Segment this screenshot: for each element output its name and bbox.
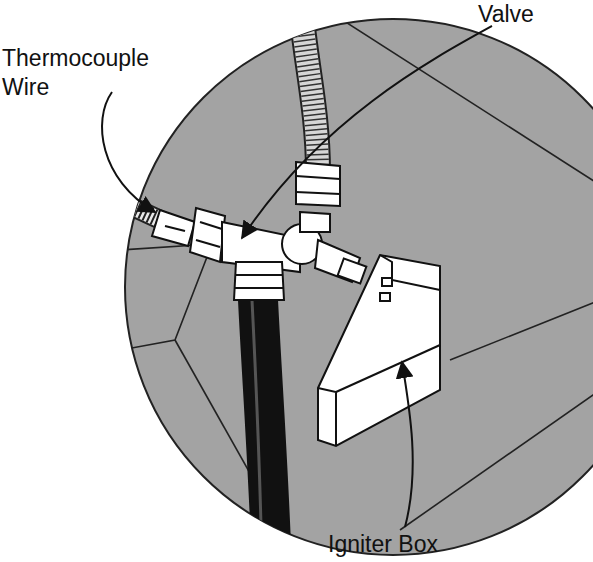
flex-tube (300, 0, 318, 172)
panel-edges (110, 12, 593, 562)
leader-lines (102, 26, 492, 527)
igniter-box (318, 255, 440, 446)
detail-content (100, 0, 593, 562)
gas-hose (252, 300, 272, 562)
valve-body (152, 162, 366, 300)
part-label: Valve (478, 0, 588, 29)
part-label: Thermocouple Wire (2, 44, 142, 102)
thermocouple-coil (100, 192, 165, 222)
part-label: Igniter Box (283, 530, 483, 559)
